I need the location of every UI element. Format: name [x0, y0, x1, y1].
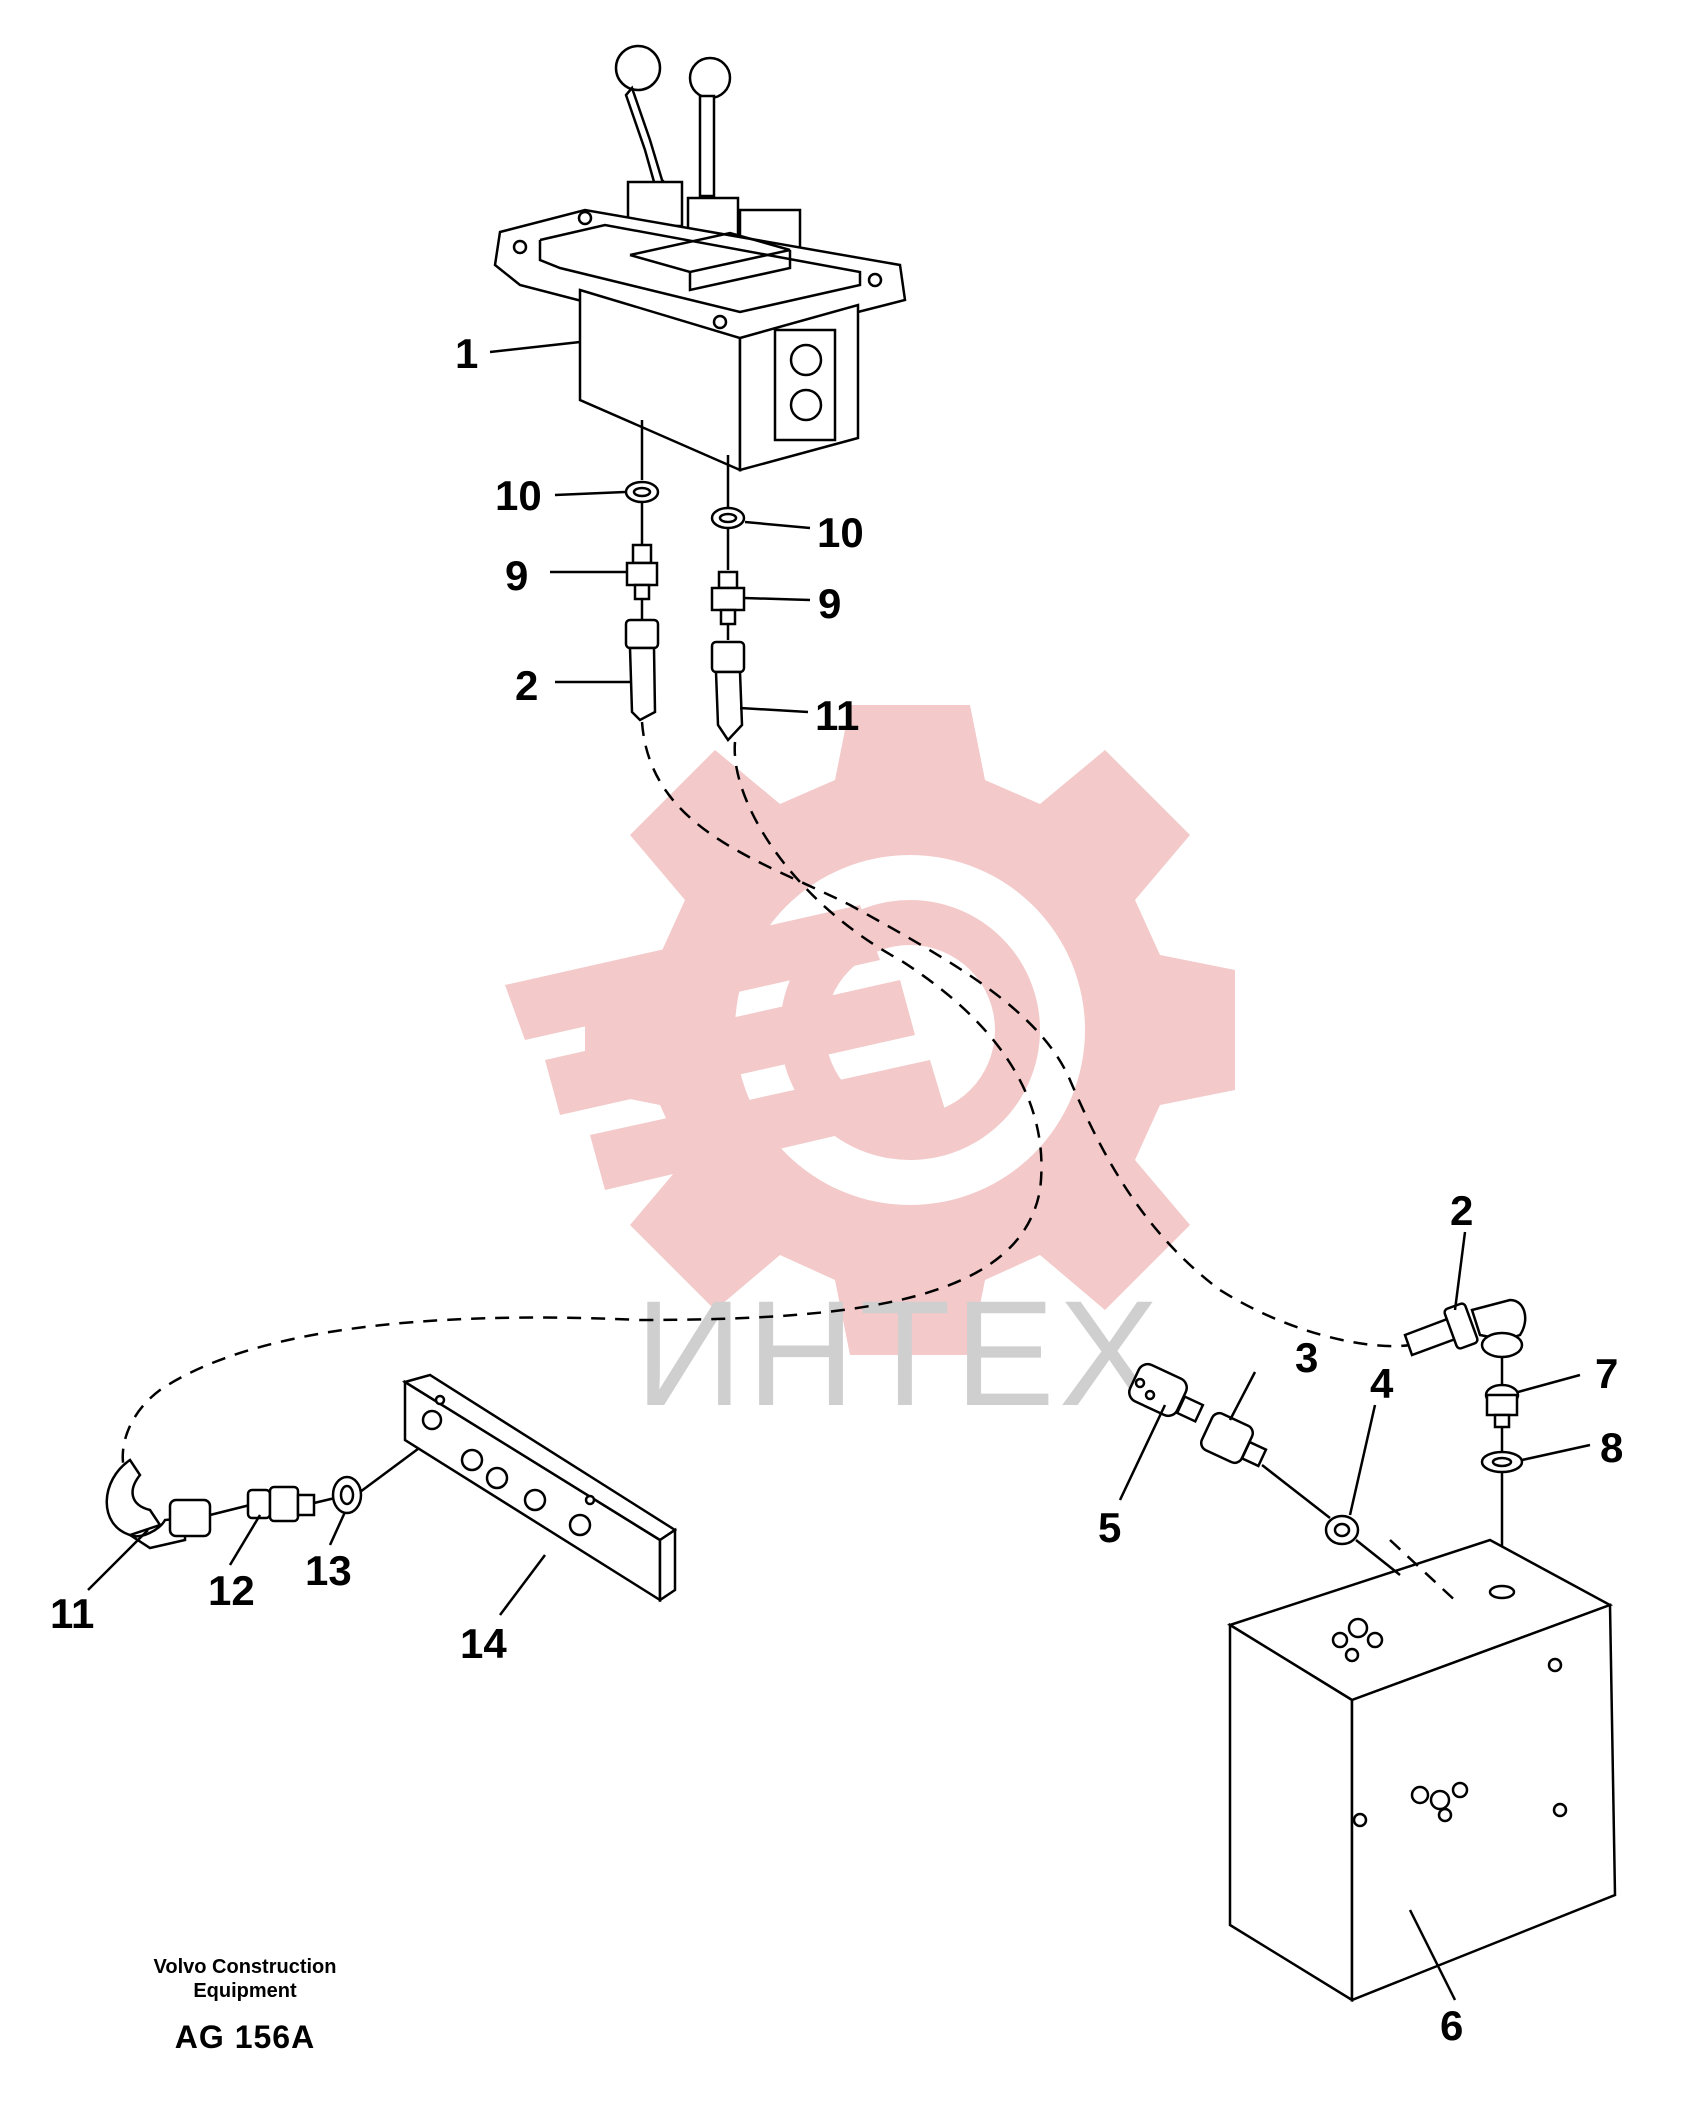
hose-end-2-bottom — [1403, 1298, 1527, 1359]
control-valve-unit — [493, 44, 907, 510]
callout-12: 12 — [208, 1567, 255, 1614]
washer-8 — [1480, 1450, 1524, 1474]
washer-4 — [1324, 1514, 1360, 1546]
callout-8: 8 — [1600, 1424, 1623, 1471]
watermark-logo: ИНТЕХ — [505, 705, 1235, 1437]
hose-line-2 — [640, 721, 1411, 1348]
washer-10-right — [710, 506, 746, 530]
adapter-3 — [1199, 1411, 1268, 1468]
callout-3: 3 — [1295, 1334, 1318, 1381]
adapter-9-right — [710, 570, 746, 626]
callout-2-bottom: 2 — [1450, 1187, 1473, 1234]
callout-4: 4 — [1370, 1360, 1394, 1407]
callout-2-top: 2 — [515, 662, 538, 709]
callout-11-bottom: 11 — [50, 1590, 94, 1637]
company-name-line1: Volvo Construction — [153, 1956, 337, 1978]
callout-5: 5 — [1098, 1504, 1121, 1551]
callout-1: 1 — [455, 330, 478, 377]
callout-9-right: 9 — [818, 580, 841, 627]
valve-block-6 — [1227, 1538, 1617, 2003]
callout-7: 7 — [1595, 1350, 1618, 1397]
callout-14: 14 — [460, 1620, 507, 1667]
hose-end-11-top — [710, 640, 746, 743]
footer: Volvo Construction Equipment AG 156A — [110, 1955, 380, 2056]
drawing-code: AG 156A — [174, 2019, 316, 2055]
adapter-12 — [246, 1485, 316, 1523]
callout-10-right: 10 — [817, 509, 864, 556]
hose-end-2-top — [624, 618, 660, 722]
callout-13: 13 — [305, 1547, 352, 1594]
watermark-text: ИНТЕХ — [635, 1269, 1163, 1437]
callout-11-top: 11 — [815, 692, 859, 739]
callout-10-left: 10 — [495, 472, 542, 519]
manifold-block-14 — [401, 1373, 678, 1603]
adapter-9-left — [625, 543, 659, 601]
leader-lines — [87, 340, 1591, 2001]
callout-9-left: 9 — [505, 552, 528, 599]
callouts: 1 10 10 9 9 2 11 2 3 7 4 8 5 11 12 13 14… — [50, 330, 1623, 2049]
adapter-7 — [1484, 1383, 1520, 1429]
hose-end-11-bottom — [105, 1458, 212, 1550]
callout-6: 6 — [1440, 2002, 1463, 2049]
washer-13 — [331, 1475, 363, 1515]
adapter-5 — [1128, 1362, 1205, 1424]
hose-line-11 — [121, 741, 1043, 1471]
company-name-line2: Equipment — [193, 1980, 297, 2002]
washer-10-left — [624, 480, 660, 504]
